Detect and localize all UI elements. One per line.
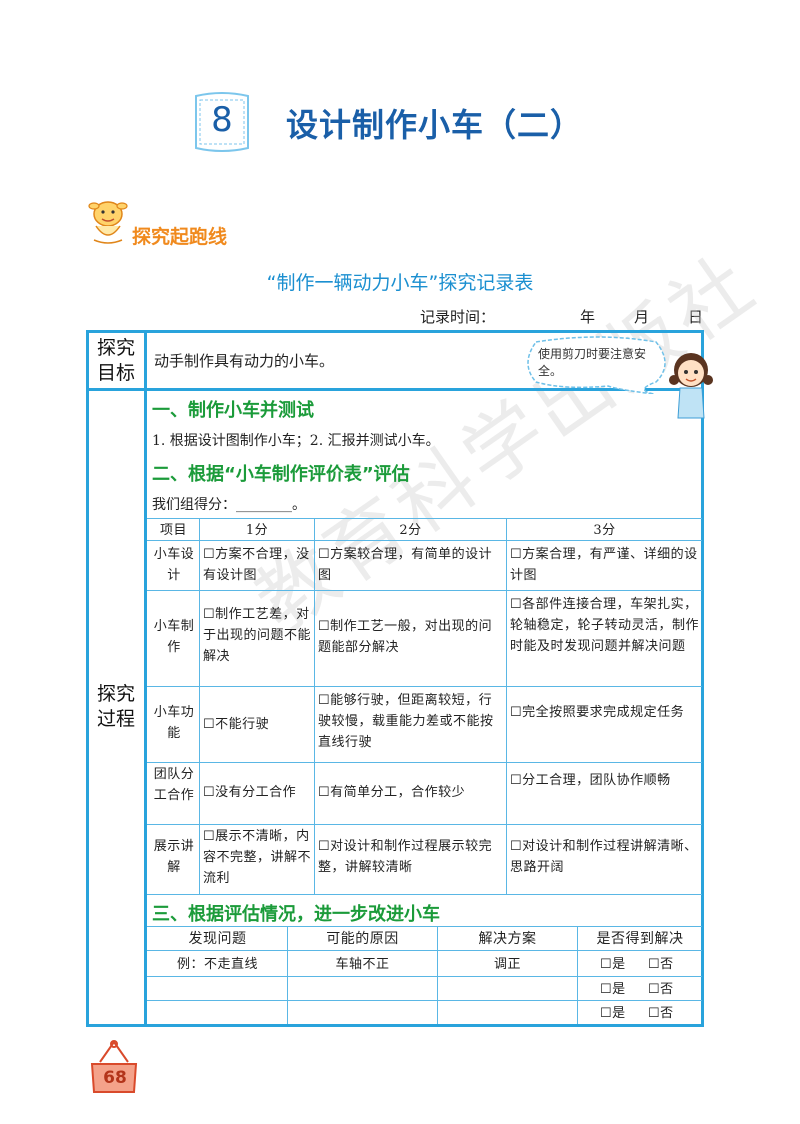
eval-cell[interactable]: ☐有简单分工，合作较少 <box>318 785 466 800</box>
eval-cell[interactable]: ☐完全按照要求完成规定任务 <box>510 705 685 720</box>
eval-header-1: 1分 <box>245 523 269 538</box>
eval-cell[interactable]: ☐能够行驶，但距离较短，行驶较慢，载重能力差或不能按直线行驶 <box>318 693 494 750</box>
table-title: “制作一辆动力小车”探究记录表 <box>266 272 534 294</box>
resolved-yes-checkbox[interactable]: ☐是 <box>600 957 626 972</box>
badge-frame-icon <box>195 92 249 152</box>
eval-row-item: 小车功能 <box>153 705 195 741</box>
lesson-number-badge: 8 <box>190 92 254 152</box>
eval-grid-line <box>147 540 702 541</box>
eval-cell[interactable]: ☐方案较合理，有简单的设计图 <box>318 547 493 583</box>
step3-top-line <box>147 894 702 895</box>
eval-grid-line <box>147 824 702 825</box>
resolved-yes-checkbox[interactable]: ☐是 <box>600 1006 626 1021</box>
eval-grid-line <box>199 518 200 894</box>
goal-label: 探究 目标 <box>88 336 144 386</box>
speech-bubble-icon <box>527 336 666 394</box>
eval-cell[interactable]: ☐展示不清晰，内容不完整，讲解不流利 <box>203 829 312 886</box>
goal-text: 动手制作具有动力的小车。 <box>154 352 335 370</box>
record-time-day: 日 <box>688 308 704 326</box>
eval-cell[interactable]: ☐没有分工合作 <box>203 785 297 800</box>
step1-text: 1. 根据设计图制作小车；2. 汇报并测试小车。 <box>152 433 440 449</box>
improve-grid-line <box>577 926 578 1024</box>
eval-cell[interactable]: ☐对设计和制作过程讲解清晰、思路开阔 <box>510 839 698 875</box>
eval-grid-line <box>147 762 702 763</box>
page-number-badge: 68 <box>88 1040 140 1096</box>
improve-grid-line <box>287 926 288 1024</box>
goal-label-line1: 探究 <box>96 337 135 359</box>
eval-header-3: 3分 <box>593 523 616 538</box>
eval-row-item: 小车制作 <box>153 619 195 655</box>
improve-header-problem: 发现问题 <box>188 931 247 947</box>
record-time-month: 月 <box>634 308 650 326</box>
improve-grid-line <box>437 926 438 1024</box>
improve-grid-line <box>147 1000 702 1001</box>
record-time-label: 记录时间： <box>420 308 496 326</box>
step3-heading: 三、根据评估情况，进一步改进小车 <box>152 904 440 925</box>
step1-heading: 一、制作小车并测试 <box>152 400 314 421</box>
record-table-frame <box>86 330 704 1027</box>
eval-cell[interactable]: ☐方案不合理，没有设计图 <box>203 547 310 583</box>
eval-header-item: 项目 <box>159 523 187 538</box>
improve-problem[interactable]: 例：不走直线 <box>176 957 258 972</box>
eval-grid-line <box>147 518 702 519</box>
record-time-year: 年 <box>580 308 596 326</box>
process-label: 探究 过程 <box>88 682 144 732</box>
improve-cause[interactable]: 车轴不正 <box>335 957 390 972</box>
improve-header-cause: 可能的原因 <box>326 931 399 947</box>
improve-grid-line <box>147 926 702 927</box>
label-column-divider <box>144 332 147 1025</box>
improve-header-solution: 解决方案 <box>478 931 537 947</box>
eval-row-item: 小车设计 <box>153 547 195 583</box>
eval-header-2: 2分 <box>399 523 422 538</box>
goal-row-divider <box>88 388 702 391</box>
resolved-no-checkbox[interactable]: ☐否 <box>648 982 674 997</box>
eval-cell[interactable]: ☐不能行驶 <box>203 717 270 732</box>
improve-solution[interactable]: 调正 <box>493 957 521 972</box>
eval-cell[interactable]: ☐各部件连接合理，车架扎实，轮轴稳定，轮子转动灵活，制作时能及时发现问题并解决问… <box>510 597 700 654</box>
cow-mascot-icon <box>88 201 128 244</box>
eval-row-item: 展示讲解 <box>153 839 195 875</box>
process-label-line2: 过程 <box>96 708 135 730</box>
improve-grid-line <box>147 950 702 951</box>
eval-row-item: 团队分工合作 <box>153 767 195 803</box>
step2-heading: 二、根据“小车制作评价表”评估 <box>152 464 410 485</box>
eval-grid-line <box>506 518 507 894</box>
lesson-number: 8 <box>211 100 233 140</box>
resolved-yes-checkbox[interactable]: ☐是 <box>600 982 626 997</box>
improve-header-resolved: 是否得到解决 <box>596 931 684 947</box>
goal-label-line2: 目标 <box>96 362 135 384</box>
eval-grid-line <box>314 518 315 894</box>
process-label-line1: 探究 <box>96 683 135 705</box>
eval-grid-line <box>147 686 702 687</box>
speech-bubble-text: 使用剪刀时要注意安全。 <box>538 347 647 378</box>
resolved-no-checkbox[interactable]: ☐否 <box>648 957 674 972</box>
improve-grid-line <box>147 976 702 977</box>
resolved-no-checkbox[interactable]: ☐否 <box>648 1006 674 1021</box>
lesson-title: 设计制作小车（二） <box>286 106 584 144</box>
hanging-sign-icon <box>90 1040 138 1093</box>
eval-cell[interactable]: ☐对设计和制作过程展示较完整，讲解较清晰 <box>318 839 493 875</box>
girl-character-icon <box>669 353 713 419</box>
eval-grid-line <box>147 590 702 591</box>
section-label: 探究起跑线 <box>132 226 228 248</box>
score-prompt: 我们组得分：________。 <box>152 497 306 513</box>
eval-cell[interactable]: ☐分工合理，团队协作顺畅 <box>510 773 671 788</box>
eval-cell[interactable]: ☐制作工艺差，对于出现的问题不能解决 <box>203 607 312 664</box>
eval-cell[interactable]: ☐方案合理，有严谨、详细的设计图 <box>510 547 698 583</box>
page-number: 68 <box>103 1068 127 1088</box>
eval-cell[interactable]: ☐制作工艺一般，对出现的问题能部分解决 <box>318 619 493 655</box>
